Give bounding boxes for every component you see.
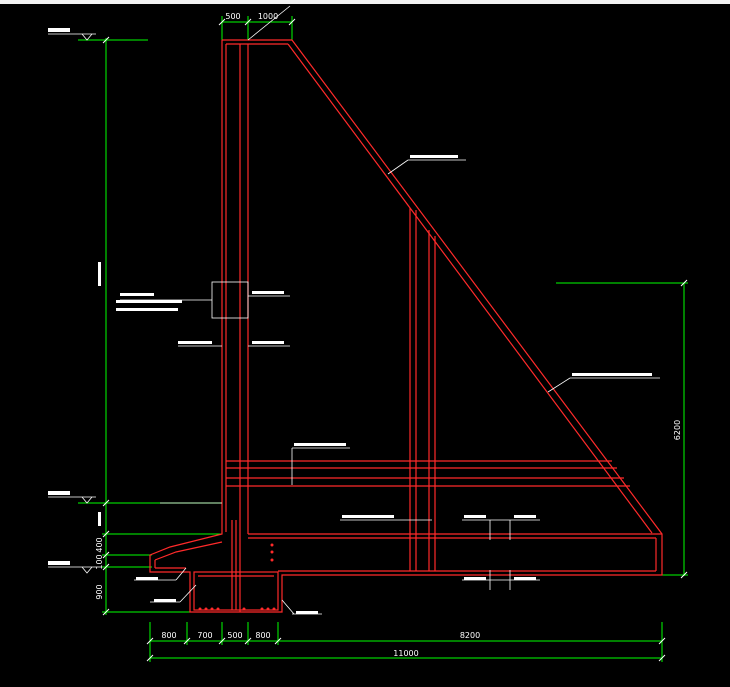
wall-outline <box>149 39 663 613</box>
dim-total-width: 11000 <box>393 649 418 658</box>
window-top-edge <box>0 0 730 4</box>
dim-right-height: 6200 <box>673 420 682 440</box>
dimension-lines <box>78 16 688 662</box>
dim-bottom-key-right: 800 <box>255 631 270 640</box>
dim-top-stem: 500 <box>225 12 240 21</box>
dim-bottom-key-left: 700 <box>197 631 212 640</box>
dim-top-crown: 1000 <box>258 12 278 21</box>
dim-bottom-stem: 500 <box>227 631 242 640</box>
dim-bottom-heel: 8200 <box>460 631 480 640</box>
dimension-labels: 500 1000 800 700 500 800 8200 11000 6200… <box>95 12 682 658</box>
annotation-leaders <box>120 5 660 615</box>
dim-left-key: 900 <box>95 584 104 599</box>
elevation-markers <box>48 28 96 574</box>
dim-left-toe: 100 <box>95 554 104 569</box>
dim-left-slab: 400 <box>95 537 104 552</box>
dimension-ticks <box>102 18 688 662</box>
dim-bottom-toe: 800 <box>161 631 176 640</box>
rebar-dots <box>198 543 276 611</box>
annotation-text-blocks <box>98 155 652 614</box>
